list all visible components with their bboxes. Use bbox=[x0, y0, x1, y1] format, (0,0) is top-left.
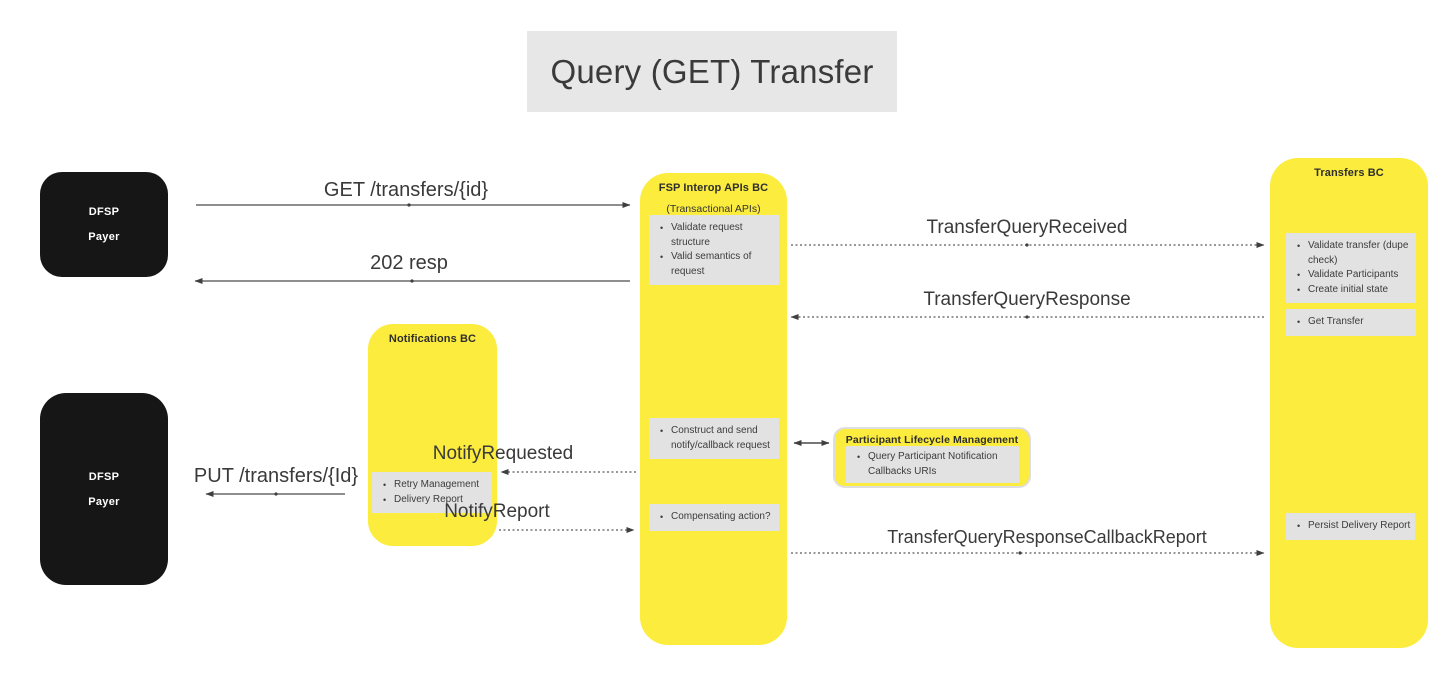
task-box-query-participant: Query Participant Notification Callbacks… bbox=[846, 446, 1019, 483]
component-fsp-interop-apis-bc: FSP Interop APIs BC (Transactional APIs)… bbox=[640, 173, 787, 645]
task-box-validate-request: Validate request structure Valid semanti… bbox=[649, 215, 779, 285]
diagram-title: Query (GET) Transfer bbox=[527, 31, 897, 112]
arrow-mid-tick bbox=[1025, 315, 1029, 319]
task-item: Construct and send notify/callback reque… bbox=[659, 424, 775, 453]
message-label-transfer-query-response: TransferQueryResponse bbox=[923, 289, 1131, 310]
task-item: Compensating action? bbox=[659, 510, 775, 525]
task-item: Create initial state bbox=[1296, 283, 1412, 298]
component-participant-lifecycle-management: Participant Lifecycle Management Query P… bbox=[833, 427, 1031, 488]
task-list: Compensating action? bbox=[649, 504, 779, 531]
component-notifications-bc: Notifications BC Retry Management Delive… bbox=[368, 324, 497, 546]
actor-dfsp-payer-bottom: DFSP Payer bbox=[40, 393, 168, 585]
task-list: Query Participant Notification Callbacks… bbox=[846, 446, 1019, 483]
task-box-notifications: Retry Management Delivery Report bbox=[372, 472, 492, 513]
task-list: Validate transfer (dupe check) Validate … bbox=[1286, 233, 1416, 303]
actor-role: Payer bbox=[88, 495, 120, 508]
component-title: Notifications BC bbox=[388, 333, 477, 345]
task-list: Persist Delivery Report bbox=[1286, 513, 1415, 540]
task-item: Validate Participants bbox=[1296, 268, 1412, 283]
arrow-mid-tick bbox=[1025, 243, 1029, 247]
task-list: Get Transfer bbox=[1286, 309, 1416, 336]
component-transfers-bc: Transfers BC Validate transfer (dupe che… bbox=[1270, 158, 1428, 648]
task-item: Persist Delivery Report bbox=[1296, 519, 1411, 534]
task-box-get-transfer: Get Transfer bbox=[1286, 309, 1416, 336]
task-item: Get Transfer bbox=[1296, 315, 1412, 330]
component-title: Participant Lifecycle Management bbox=[845, 434, 1019, 446]
actor-role: Payer bbox=[88, 231, 120, 243]
component-subtitle: (Transactional APIs) bbox=[666, 203, 761, 215]
message-label-put-transfer: PUT /transfers/{Id} bbox=[193, 465, 359, 487]
task-list: Construct and send notify/callback reque… bbox=[649, 418, 779, 459]
task-list: Retry Management Delivery Report bbox=[372, 472, 492, 513]
message-label-notify-report: NotifyReport bbox=[444, 501, 550, 522]
task-item: Valid semantics of request bbox=[659, 250, 775, 279]
task-item: Validate transfer (dupe check) bbox=[1296, 239, 1412, 268]
arrow-mid-tick bbox=[1018, 551, 1022, 555]
message-label-transfer-query-received: TransferQueryReceived bbox=[926, 217, 1128, 238]
actor-name: DFSP bbox=[88, 206, 120, 218]
message-label-202-resp: 202 resp bbox=[370, 252, 448, 274]
component-title: FSP Interop APIs BC bbox=[658, 182, 769, 194]
task-item: Delivery Report bbox=[382, 493, 488, 508]
task-box-persist-delivery-report: Persist Delivery Report bbox=[1286, 513, 1415, 540]
arrow-mid-tick bbox=[407, 203, 411, 207]
arrow-mid-tick bbox=[274, 492, 278, 496]
task-item: Retry Management bbox=[382, 478, 488, 493]
task-box-compensating-action: Compensating action? bbox=[649, 504, 779, 531]
task-item: Query Participant Notification Callbacks… bbox=[856, 450, 1015, 479]
message-label-transfer-query-response-callback-report: TransferQueryResponseCallbackReport bbox=[887, 527, 1207, 547]
task-list: Validate request structure Valid semanti… bbox=[649, 215, 779, 285]
component-title: Transfers BC bbox=[1314, 167, 1384, 179]
task-box-construct-notify: Construct and send notify/callback reque… bbox=[649, 418, 779, 459]
actor-dfsp-payer-top: DFSP Payer bbox=[40, 172, 168, 277]
task-box-validate-transfer: Validate transfer (dupe check) Validate … bbox=[1286, 233, 1416, 303]
message-label-get-transfer: GET /transfers/{id} bbox=[323, 179, 489, 201]
actor-name: DFSP bbox=[88, 470, 120, 483]
message-label-notify-requested: NotifyRequested bbox=[432, 443, 574, 464]
task-item: Validate request structure bbox=[659, 221, 775, 250]
arrow-mid-tick bbox=[410, 279, 414, 283]
